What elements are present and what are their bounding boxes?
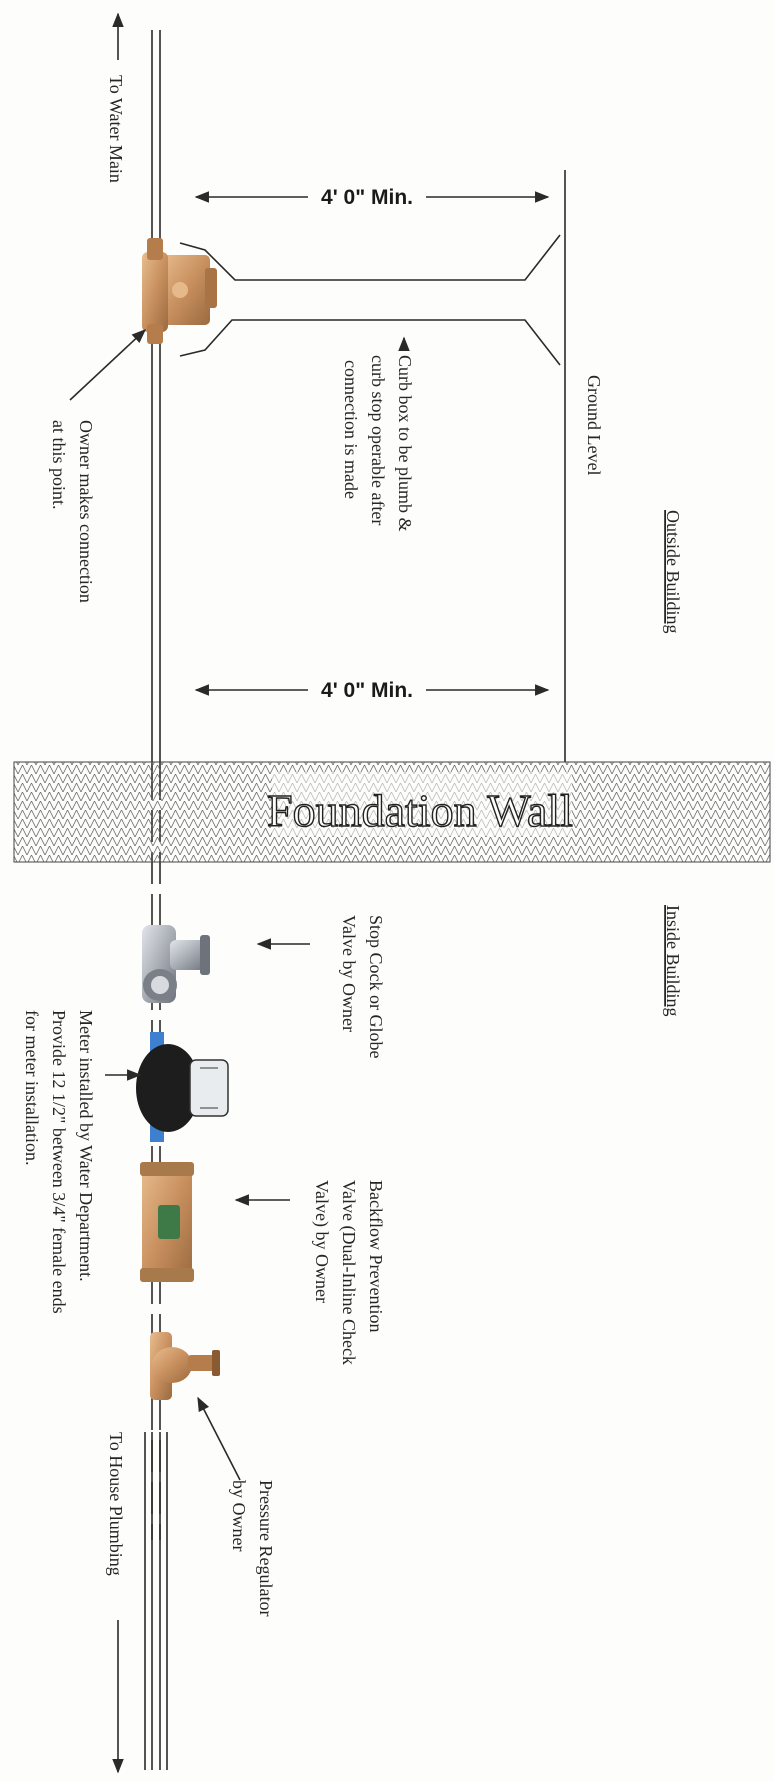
dimension-top: 4' 0" Min. — [321, 186, 413, 209]
svg-text:Valve (Dual-Inline Check: Valve (Dual-Inline Check — [338, 1180, 359, 1365]
service-pipe — [144, 30, 168, 1770]
foundation-wall-label: Foundation Wall — [267, 785, 573, 836]
svg-text:Backflow Prevention: Backflow Prevention — [366, 1180, 386, 1332]
dimension-bottom: 4' 0" Min. — [321, 679, 413, 702]
stop-cock-valve-icon — [142, 925, 210, 1003]
stop-cock-label: Stop Cock or Globe Valve by Owner — [339, 915, 386, 1059]
svg-text:curb stop operable after: curb stop operable after — [368, 355, 388, 525]
pressure-regulator-arrow — [197, 1396, 241, 1481]
svg-text:connection is made: connection is made — [341, 360, 361, 499]
outside-building-label: Outside Building — [663, 510, 683, 634]
owner-connection-label: Owner makes connection at this point. — [49, 420, 96, 603]
meter-note: Meter installed by Water Department. Pro… — [22, 1010, 96, 1314]
svg-text:Valve by Owner: Valve by Owner — [339, 915, 359, 1032]
svg-text:Provide 12 1/2" between 3/4" f: Provide 12 1/2" between 3/4" female ends — [49, 1010, 69, 1314]
to-water-main-label: To Water Main — [106, 75, 126, 183]
svg-text:Owner makes connection: Owner makes connection — [76, 420, 96, 603]
owner-connection-arrow — [69, 329, 147, 401]
svg-text:Pressure Regulator: Pressure Regulator — [256, 1480, 276, 1616]
svg-text:for meter installation.: for meter installation. — [22, 1010, 42, 1165]
curb-box-lower — [179, 319, 561, 366]
curb-stop-fitting-icon — [142, 238, 217, 344]
curb-box-note: Curb box to be plumb & curb stop operabl… — [341, 355, 415, 532]
water-meter-icon — [136, 1032, 229, 1142]
inside-building-label: Inside Building — [663, 905, 683, 1017]
svg-text:Meter installed by Water Depar: Meter installed by Water Department. — [76, 1010, 96, 1282]
svg-text:Stop Cock or Globe: Stop Cock or Globe — [366, 915, 386, 1059]
svg-text:Valve) by Owner: Valve) by Owner — [311, 1180, 332, 1303]
backflow-valve-icon — [140, 1162, 194, 1282]
ground-level-label: Ground Level — [584, 375, 604, 475]
curb-box-upper — [179, 234, 561, 281]
pressure-regulator-icon — [150, 1332, 220, 1400]
svg-text:Curb box to be plumb &: Curb box to be plumb & — [395, 355, 415, 532]
svg-text:by Owner: by Owner — [229, 1480, 249, 1551]
svg-text:at this point.: at this point. — [49, 420, 69, 510]
backflow-label: Backflow Prevention Valve (Dual-Inline C… — [311, 1180, 386, 1365]
to-house-plumbing-label: To House Plumbing — [106, 1432, 126, 1576]
pressure-regulator-label: Pressure Regulator by Owner — [229, 1480, 276, 1616]
